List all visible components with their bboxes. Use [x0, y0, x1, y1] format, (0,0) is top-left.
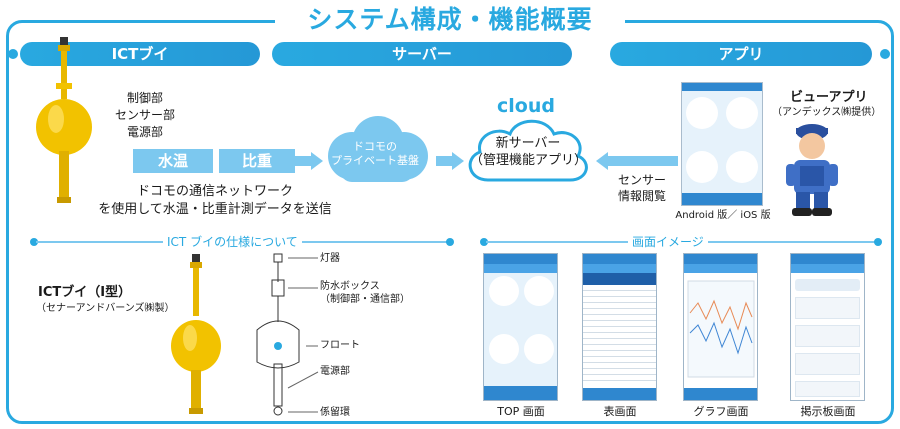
caption-board: 掲示板画面 — [800, 405, 856, 418]
cloud-server-line-2: （管理機能アプリ） — [470, 153, 588, 168]
arrow-left-icon — [596, 152, 678, 170]
tag-water-temp: 水温 — [133, 149, 213, 173]
section-server: サーバー — [272, 42, 572, 66]
section-dot-right — [880, 49, 890, 59]
spec-dot-left — [30, 238, 38, 246]
cloud-word: cloud — [497, 95, 555, 117]
spec-dot-right — [446, 238, 454, 246]
screen-top — [483, 253, 558, 401]
sensor-view-line-1: センサー — [617, 173, 666, 187]
viewer-app-name: ビューアプリ — [790, 90, 868, 105]
sensor-view-line-2: 情報閲覧 — [617, 189, 666, 203]
spec-buoy-photo — [171, 254, 221, 414]
section-app: アプリ — [610, 42, 872, 66]
label-box-sub: （制御部・通信部） — [320, 294, 410, 305]
network-line-1: ドコモの通信ネットワーク — [136, 184, 293, 199]
spec-maker: （セナーアンドバーンズ㈱製） — [36, 303, 175, 314]
buoy-illustration — [36, 37, 92, 203]
screen-board — [790, 253, 865, 401]
caption-top: TOP 画面 — [497, 405, 545, 418]
page-title: システム構成・機能概要 — [275, 4, 625, 36]
cloud-docomo-shape — [328, 116, 428, 182]
caption-graph: グラフ画面 — [693, 405, 749, 418]
tag-specific-gravity: 比重 — [219, 149, 295, 173]
label-float: フロート — [320, 340, 360, 351]
label-box: 防水ボックス — [320, 281, 380, 292]
spec-buoy-drawing — [256, 253, 300, 416]
network-text: ドコモの通信ネットワーク を使用して水温・比重計測データを送信 — [65, 183, 365, 219]
screens-heading: 画面イメージ — [628, 235, 708, 249]
screen-table — [582, 253, 657, 401]
cloud-docomo-line-1: ドコモの — [353, 140, 397, 153]
outer-frame — [6, 20, 894, 424]
viewer-app-provider: （アンデックス㈱提供） — [772, 107, 882, 118]
label-power: 電源部 — [320, 366, 350, 377]
cloud-server-label: 新サーバー （管理機能アプリ） — [470, 135, 588, 169]
label-light: 灯器 — [320, 253, 340, 264]
platforms-label: Android 版／ iOS 版 — [675, 210, 771, 221]
cloud-docomo-line-2: プライベート基盤 — [331, 154, 419, 167]
spec-heading: ICT ブイの仕様について — [163, 235, 302, 249]
screen-graph — [683, 253, 758, 401]
part-control: 制御部 — [126, 91, 163, 105]
leader-lines — [287, 257, 319, 413]
phone-app-screenshot — [681, 82, 763, 206]
part-sensor: センサー部 — [114, 108, 175, 122]
part-power: 電源部 — [126, 125, 163, 139]
cloud-server-shape — [468, 119, 588, 182]
buoy-parts: 制御部 センサー部 電源部 — [100, 90, 190, 141]
network-line-2: を使用して水温・比重計測データを送信 — [98, 202, 332, 217]
screens-dot-left — [480, 238, 488, 246]
cloud-docomo-label: ドコモの プライベート基盤 — [325, 140, 425, 168]
caption-table: 表画面 — [603, 405, 637, 418]
screens-dot-right — [874, 238, 882, 246]
cloud-server-line-1: 新サーバー — [495, 136, 561, 151]
spec-model-name: ICTブイ（Ⅰ型） — [38, 285, 132, 300]
section-dot-left — [8, 49, 18, 59]
worker-mascot-icon — [786, 124, 838, 216]
sensor-view-label: センサー 情報閲覧 — [610, 172, 674, 204]
arrow-right-icon — [295, 152, 323, 170]
label-mooring: 係留環 — [320, 407, 350, 418]
arrow-right-icon-2 — [436, 152, 464, 170]
